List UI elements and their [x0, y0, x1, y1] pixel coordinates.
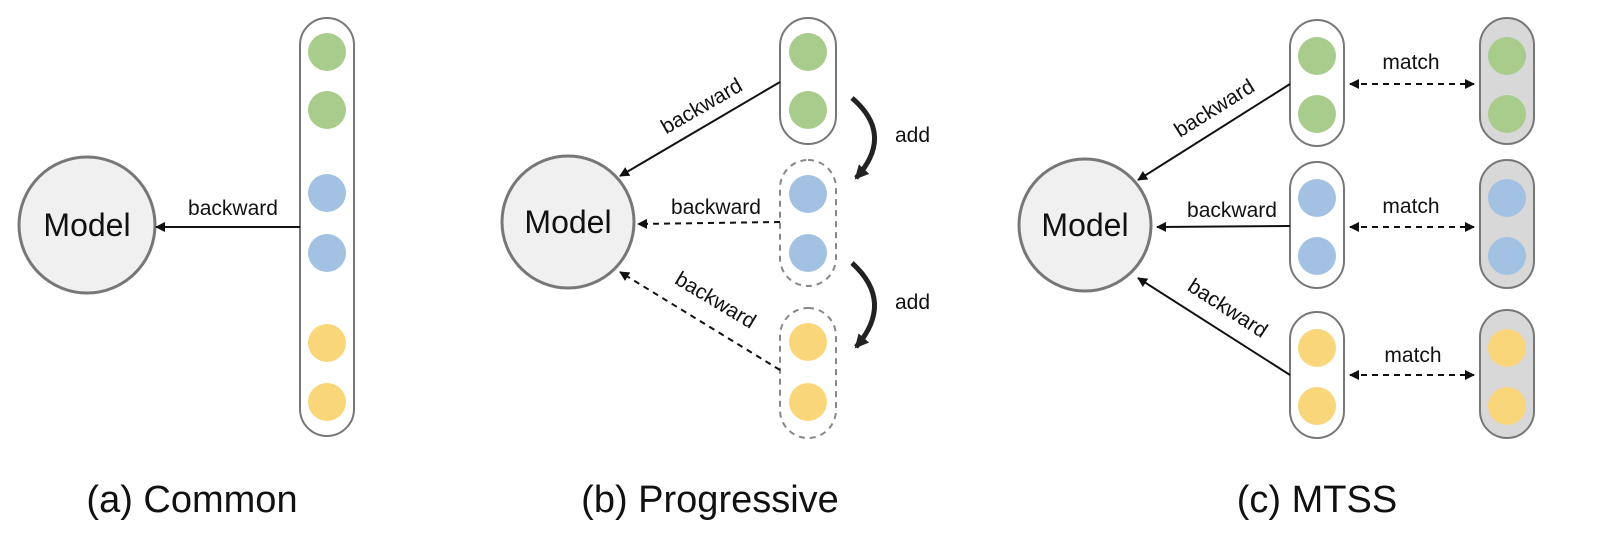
add-arrow — [850, 96, 878, 180]
model-label: Model — [524, 204, 611, 240]
green-sample — [789, 33, 827, 71]
blue-sample — [1298, 179, 1336, 217]
yellow-sample — [1298, 329, 1336, 367]
backward-arrow — [637, 218, 781, 229]
caption-progressive: (b) Progressive — [581, 479, 839, 521]
caption-mtss: (c) MTSS — [1237, 479, 1397, 521]
backward-arrow — [619, 81, 781, 177]
green-sample — [1298, 95, 1336, 133]
yellow-sample — [1488, 387, 1526, 425]
green-sample — [1488, 37, 1526, 75]
blue-sample — [1488, 237, 1526, 275]
match-label: match — [1382, 195, 1439, 218]
green-sample — [308, 33, 346, 71]
model-node — [500, 154, 636, 290]
backward-label: backward — [671, 267, 760, 333]
blue-sample — [1298, 237, 1336, 275]
blue-sample — [789, 234, 827, 272]
green-sample — [1488, 95, 1526, 133]
model-label: Model — [1041, 207, 1128, 243]
backward-label: backward — [1187, 199, 1277, 222]
add-label: add — [895, 124, 930, 147]
panel-progressive: Model backward backward backward add add… — [500, 17, 930, 521]
match-label: match — [1382, 51, 1439, 74]
blue-sample — [789, 175, 827, 213]
yellow-sample — [789, 383, 827, 421]
backward-label: backward — [671, 196, 761, 219]
backward-label: backward — [1184, 274, 1272, 342]
yellow-sample — [789, 323, 827, 361]
yellow-sample — [1488, 329, 1526, 367]
add-arrow — [850, 261, 878, 349]
caption-common: (a) Common — [86, 479, 297, 521]
green-sample — [1298, 37, 1336, 75]
green-sample — [308, 91, 346, 129]
panel-common: Model backward (a) Common — [17, 17, 355, 521]
data-batch — [299, 17, 355, 437]
add-label: add — [895, 291, 930, 314]
yellow-sample — [308, 324, 346, 362]
green-sample — [789, 91, 827, 129]
blue-sample — [1488, 179, 1526, 217]
yellow-sample — [1298, 387, 1336, 425]
blue-sample — [308, 174, 346, 212]
backward-arrow — [1156, 221, 1291, 232]
model-label: Model — [43, 207, 130, 243]
backward-arrow — [1137, 277, 1291, 376]
backward-arrow — [619, 271, 781, 371]
panel-mtss: Model match match match backward b — [1017, 17, 1535, 521]
match-label: match — [1384, 344, 1441, 367]
backward-label: backward — [188, 197, 278, 220]
backward-arrow — [1137, 83, 1291, 181]
model-node — [1017, 157, 1153, 293]
blue-sample — [308, 234, 346, 272]
yellow-sample — [308, 383, 346, 421]
